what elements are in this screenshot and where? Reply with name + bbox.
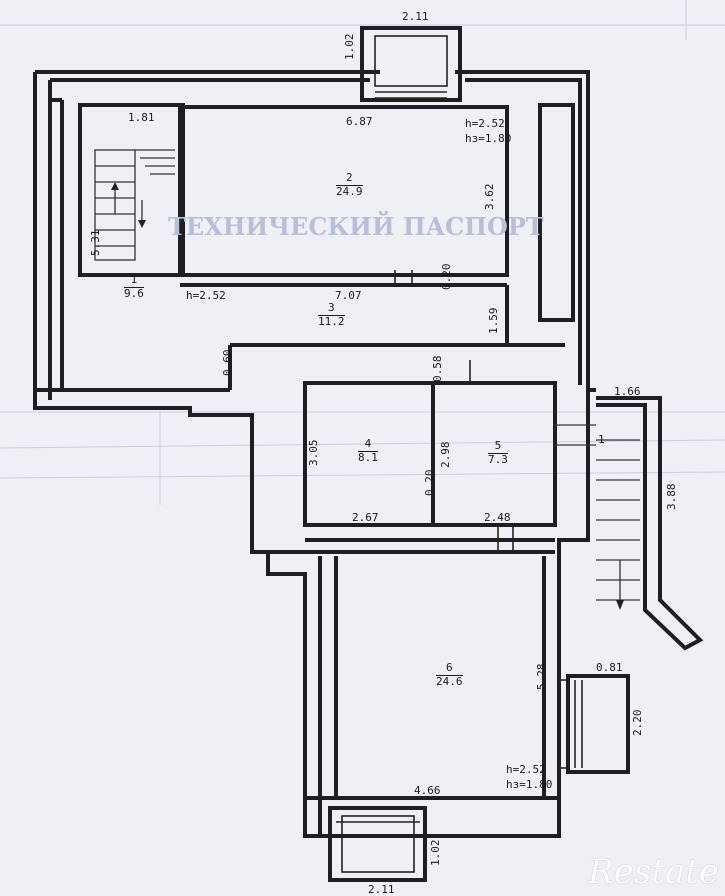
dim-top-window-depth: 1.02 <box>343 33 356 61</box>
dim-room6-height: h=2.52 <box>506 763 546 776</box>
room-2-label: 2 24.9 <box>336 171 363 198</box>
top-window <box>360 26 462 102</box>
room-5-number: 5 <box>488 439 508 454</box>
interior-stair <box>94 149 175 261</box>
dim-bottom-window-width: 2.11 <box>368 883 395 896</box>
dim-wall-058: 0.58 <box>431 355 444 383</box>
room-6-area: 24.6 <box>436 674 463 688</box>
room-3-area: 11.2 <box>318 314 345 328</box>
dim-bottom-window-depth: 1.02 <box>429 839 442 867</box>
dim-room3-length: 7.07 <box>335 289 362 302</box>
dim-room6-width: 4.66 <box>414 784 441 797</box>
bottom-window <box>328 806 427 882</box>
porch <box>559 674 630 774</box>
dim-room3-depth: 1.59 <box>487 307 500 335</box>
room-4-label: 4 8.1 <box>358 437 378 464</box>
dim-ext-stair-length: 3.88 <box>665 483 678 511</box>
room-3-number: 3 <box>318 301 345 316</box>
dim-room1-width: 1.81 <box>128 111 155 124</box>
room-5-label: 5 7.3 <box>488 439 508 466</box>
room-2-number: 2 <box>336 171 363 186</box>
interior-walls <box>35 98 575 836</box>
dim-stair-length: 5.31 <box>89 229 102 257</box>
room-2-area: 24.9 <box>336 184 363 198</box>
room-1-number: 1 <box>124 273 144 288</box>
dim-room4-depth: 3.05 <box>307 439 320 467</box>
watermark-logo: Restate <box>588 852 719 892</box>
room-1-area: 9.6 <box>124 286 144 300</box>
room-6-label: 6 24.6 <box>436 661 463 688</box>
dim-ext-stair-mark: 1 <box>598 433 605 446</box>
dim-room2-depth: 3.62 <box>483 183 496 211</box>
dim-room6-depth: 5.28 <box>535 663 548 691</box>
dim-room4-width: 2.67 <box>352 511 379 524</box>
dim-room2-height: h=2.52 <box>465 117 505 130</box>
dim-porch-depth: 2.20 <box>631 709 644 737</box>
dim-porch-width: 0.81 <box>596 661 623 674</box>
background-title: ТЕХНИЧЕСКИЙ ПАСПОРТ <box>168 212 544 241</box>
room-3-label: 3 11.2 <box>318 301 345 328</box>
dim-wall-298: 2.98 <box>439 441 452 469</box>
exterior-stair <box>555 396 704 651</box>
dim-door-020-b: 0.20 <box>423 469 436 497</box>
room-4-number: 4 <box>358 437 378 452</box>
dim-room2-width: 6.87 <box>346 115 373 128</box>
room-4-area: 8.1 <box>358 450 378 464</box>
dim-room1-height: h=2.52 <box>186 289 226 302</box>
dim-ext-stair-width: 1.66 <box>614 385 641 398</box>
dim-room2-height2: hз=1.80 <box>465 132 512 145</box>
room-6-number: 6 <box>436 661 463 676</box>
background-form-lines <box>0 0 725 505</box>
dim-wall-060: 0.60 <box>221 349 234 377</box>
exterior-walls <box>33 70 596 838</box>
dim-door-020-a: 0.20 <box>440 263 453 291</box>
dim-top-window-width: 2.11 <box>402 10 429 23</box>
room-1-label: 1 9.6 <box>124 273 144 300</box>
dim-room5-width: 2.48 <box>484 511 511 524</box>
dim-room6-height2: hз=1.80 <box>506 778 553 791</box>
room-5-area: 7.3 <box>488 452 508 466</box>
